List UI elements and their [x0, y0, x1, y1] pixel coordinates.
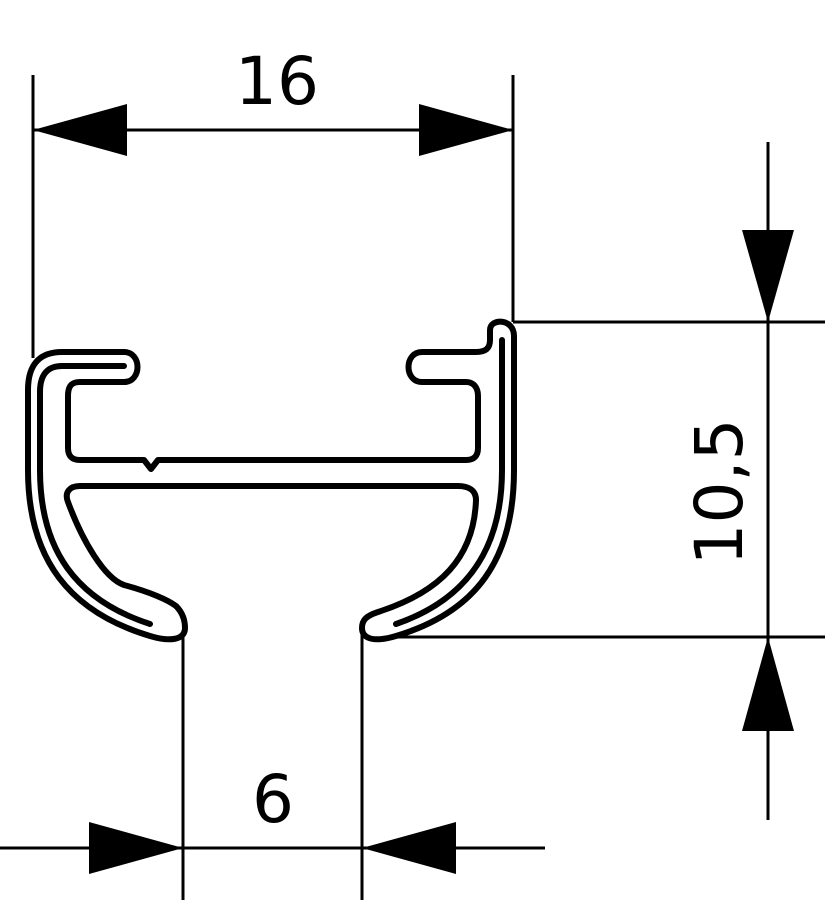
profile-outer-outline	[25, 318, 517, 643]
dimension-label-6: 6	[252, 761, 294, 838]
arrowhead-16-right	[419, 104, 513, 156]
profile-inner-slot-outline	[37, 363, 153, 627]
arrowhead-6-right	[362, 822, 456, 874]
arrowhead-6-left	[89, 822, 183, 874]
dimension-label-10-5: 10,5	[681, 419, 758, 566]
arrowhead-10-5-top	[742, 230, 794, 322]
dimension-label-16: 16	[235, 43, 319, 120]
arrowhead-10-5-bottom	[742, 637, 794, 731]
profile-inner-right-outline	[393, 337, 505, 627]
arrowhead-16-left	[33, 104, 127, 156]
